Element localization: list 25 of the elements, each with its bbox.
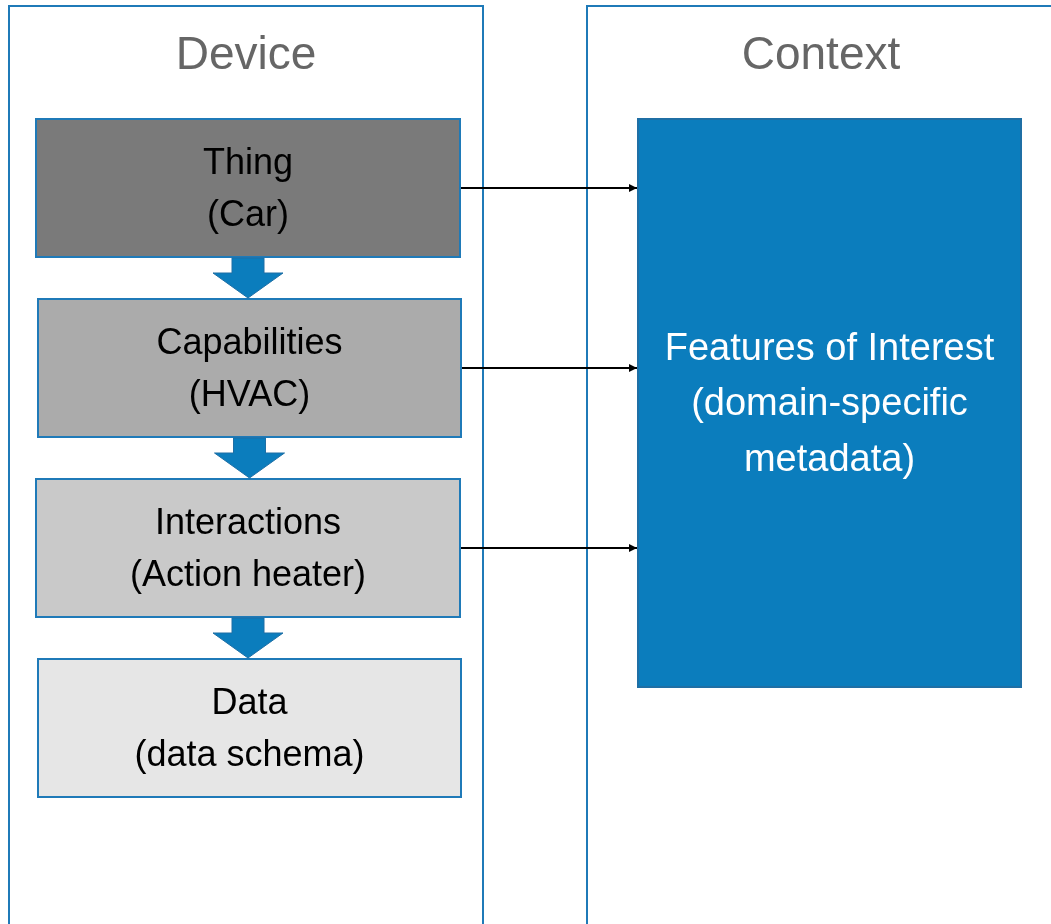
box-label: (HVAC) [188, 372, 311, 416]
box-label: Interactions [154, 499, 342, 544]
block-arrow [212, 617, 284, 659]
block-arrow [214, 437, 285, 479]
arrow [461, 364, 638, 372]
process-box [37, 658, 462, 798]
process-box [35, 478, 461, 618]
box-label: (data schema) [134, 732, 365, 776]
arrow [460, 544, 638, 552]
box-label: Capabilities [156, 319, 343, 364]
box-label: Thing [202, 139, 294, 184]
process-box [35, 118, 461, 258]
box-label: (Car) [207, 192, 289, 236]
block-arrow [212, 257, 284, 299]
box-label: Features of Interest [663, 325, 996, 371]
box-label: (Action heater) [129, 552, 367, 596]
panel [586, 5, 1051, 924]
process-box [637, 118, 1022, 688]
box-label: (domain-specific metadata) [690, 380, 969, 481]
box-label: Data [211, 679, 288, 724]
panel-title: Device [175, 26, 317, 81]
panel [8, 5, 484, 924]
process-box [37, 298, 462, 438]
arrow [460, 184, 638, 192]
panel-title: Context [741, 26, 901, 81]
